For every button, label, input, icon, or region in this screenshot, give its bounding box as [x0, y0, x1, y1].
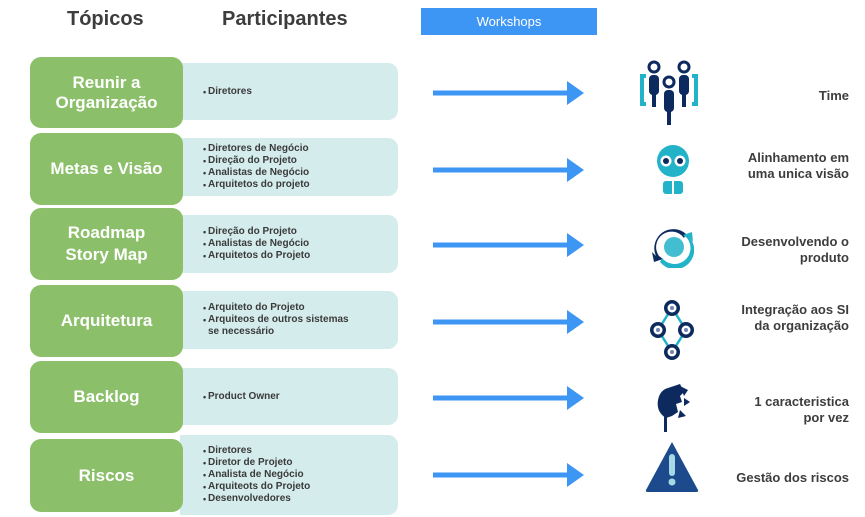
vision-person-icon [657, 145, 689, 194]
arrow-right-icon [433, 463, 584, 487]
outcome-line: uma unica visão [747, 166, 849, 181]
topic-line: Organização [55, 92, 158, 112]
outcome-line: por vez [803, 410, 849, 425]
participants-box: Diretores [180, 63, 398, 120]
outcome-line: Alinhamento em [747, 150, 849, 165]
workshops-header: Workshops [421, 8, 597, 35]
arrow-right-icon [433, 81, 584, 105]
topic-line: Riscos [78, 465, 135, 485]
outcome-line: 1 caracteristica [754, 394, 849, 409]
participant-item: Diretores [203, 445, 310, 457]
participant-item: Arquiteots do Projeto [203, 481, 310, 493]
participant-item: Product Owner [203, 391, 280, 403]
participant-item: Diretores de Negócio [203, 143, 310, 155]
topic-box: Riscos [30, 439, 183, 512]
topic-line: Arquitetura [60, 311, 153, 330]
participant-item: Direção do Projeto [203, 155, 310, 167]
participant-item: Diretores [203, 86, 252, 98]
participant-item: Arquiteos de outros sistemas [203, 314, 349, 326]
topic-line: Metas e Visão [50, 159, 163, 178]
topic-line: Story Map [65, 245, 148, 264]
arrow-right-icon [433, 158, 584, 182]
topic-box: Arquitetura [30, 285, 183, 357]
warning-icon [645, 442, 699, 492]
participant-item: se necessário [208, 326, 275, 337]
participants-header: Participantes [222, 8, 348, 30]
topic-box: Backlog [30, 361, 183, 433]
topic-line: Roadmap [67, 223, 146, 242]
topic-line: Backlog [73, 387, 140, 406]
participant-item: Analista de Negócio [203, 469, 310, 481]
participants-box: Product Owner [180, 368, 398, 425]
participants-box: Arquiteto do Projeto Arquiteos de outros… [180, 291, 398, 349]
arrow-right-icon [433, 310, 584, 334]
arrow-right-icon [433, 386, 584, 410]
outcome-line: Time [818, 88, 849, 103]
participant-item: Arquiteto do Projeto [203, 302, 349, 314]
outcome-label: Time [819, 88, 849, 104]
arrow-right-icon [433, 233, 584, 257]
topic-box: Metas e Visão [30, 133, 183, 205]
participant-item: Desenvolvedores [203, 493, 310, 505]
topics-header: Tópicos [67, 8, 144, 30]
cycle-icon [652, 229, 694, 268]
outcome-line: produto [799, 250, 849, 265]
participant-item: Analistas de Negócio [203, 238, 310, 250]
participants-box: Direção do Projeto Analistas de Negócio … [180, 215, 398, 273]
outcome-line: Gestão dos riscos [736, 470, 849, 485]
outcome-line: da organização [754, 318, 849, 333]
network-icon [650, 300, 694, 360]
participant-item: Analistas de Negócio [203, 167, 310, 179]
outcome-line: Desenvolvendo o [741, 234, 849, 249]
team-icon [640, 60, 698, 125]
participant-item: Arquitetos do Projeto [203, 250, 310, 262]
participants-box: Diretores Diretor de Projeto Analista de… [180, 435, 398, 515]
participants-box: Diretores de Negócio Direção do Projeto … [180, 138, 398, 196]
outcome-line: Integração aos SI [741, 302, 849, 317]
topic-line: Reunir a [72, 72, 141, 92]
outcome-label: Gestão dos riscos [736, 470, 849, 486]
spotlight-icon [657, 384, 690, 432]
participant-item: Direção do Projeto [203, 226, 310, 238]
participant-item: Diretor de Projeto [203, 457, 310, 469]
participant-item: Arquitetos do projeto [203, 179, 310, 191]
